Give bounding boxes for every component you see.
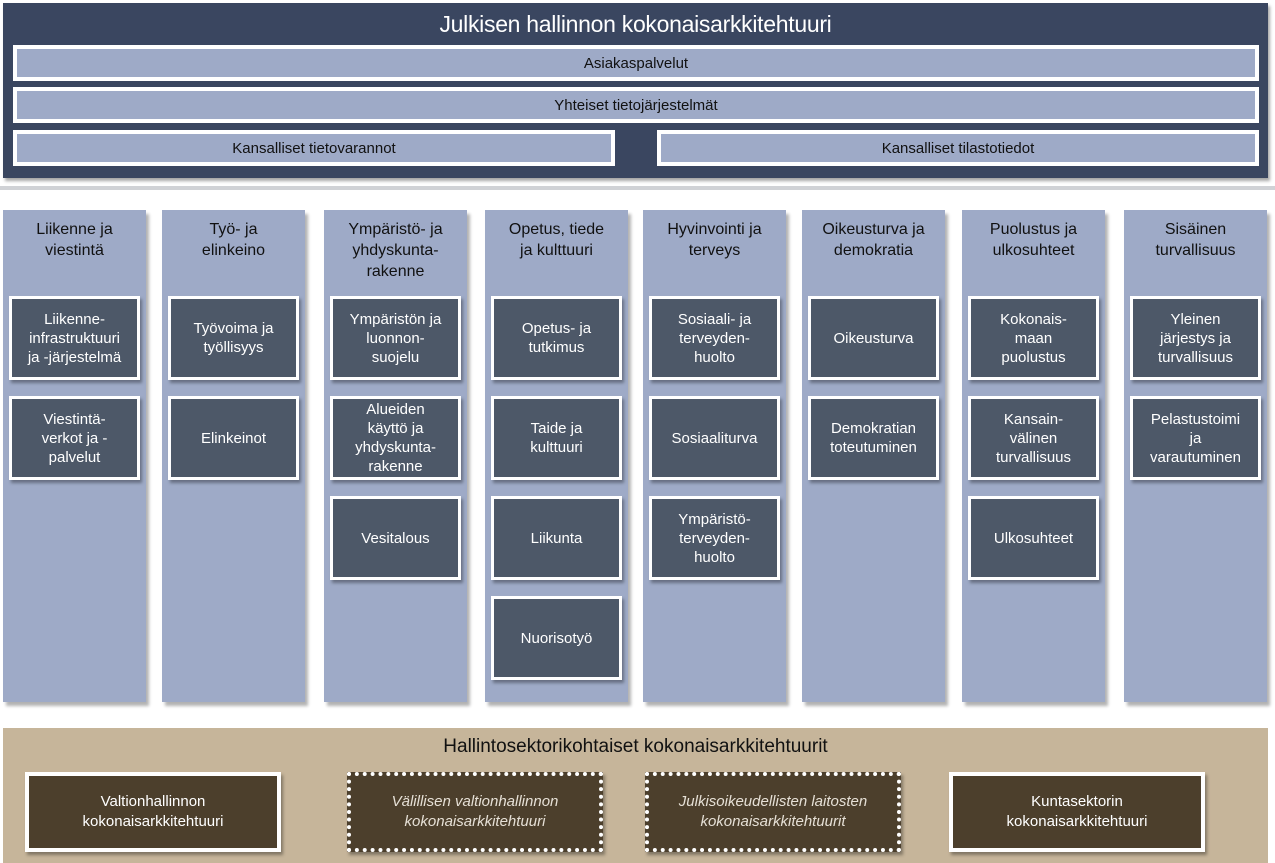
public-admin-architecture-panel: Julkisen hallinnon kokonaisarkkitehtuuri… bbox=[3, 3, 1268, 178]
domain-box: Pelastustoimi ja varautuminen bbox=[1130, 396, 1261, 480]
domain-box: Viestintä- verkot ja - palvelut bbox=[9, 396, 140, 480]
municipal-sector-box: Kuntasektorin kokonaisarkkitehtuuri bbox=[949, 772, 1205, 852]
column-environment: Ympäristö- ja yhdyskunta- rakenne Ympäri… bbox=[324, 210, 467, 702]
column-title: Oikeusturva ja demokratia bbox=[822, 221, 925, 259]
column-transport: Liikenne ja viestintä Liikenne- infrastr… bbox=[3, 210, 146, 702]
column-defence: Puolustus ja ulkosuhteet Kokonais- maan … bbox=[962, 210, 1105, 702]
domain-box: Opetus- ja tutkimus bbox=[491, 296, 622, 380]
diagram-title: Julkisen hallinnon kokonaisarkkitehtuuri bbox=[439, 11, 832, 37]
domain-box: Ulkosuhteet bbox=[968, 496, 1099, 580]
domain-box: Vesitalous bbox=[330, 496, 461, 580]
column-internal-security: Sisäinen turvallisuus Yleinen järjestys … bbox=[1124, 210, 1267, 702]
column-title: Puolustus ja ulkosuhteet bbox=[989, 221, 1078, 259]
shared-systems-bar: Yhteiset tietojärjestelmät bbox=[13, 87, 1259, 123]
column-title: Ympäristö- ja yhdyskunta- rakenne bbox=[348, 221, 443, 280]
column-education: Opetus, tiede ja kulttuuri Opetus- ja tu… bbox=[485, 210, 628, 702]
domain-box: Yleinen järjestys ja turvallisuus bbox=[1130, 296, 1261, 380]
column-title: Liikenne ja viestintä bbox=[36, 221, 113, 259]
domain-box: Taide ja kulttuuri bbox=[491, 396, 622, 480]
public-law-institutions-box: Julkisoikeudellisten laitosten kokonaisa… bbox=[645, 772, 901, 852]
national-stats-bar: Kansalliset tilastotiedot bbox=[657, 130, 1259, 166]
national-data-bar: Kansalliset tietovarannot bbox=[13, 130, 615, 166]
separator-line bbox=[0, 186, 1275, 190]
sector-panel-title: Hallintosektorikohtaiset kokonaisarkkite… bbox=[443, 736, 828, 757]
state-admin-box: Valtionhallinnon kokonaisarkkitehtuuri bbox=[25, 772, 281, 852]
customer-services-bar: Asiakaspalvelut bbox=[13, 45, 1259, 81]
domain-box: Demokratian toteutuminen bbox=[808, 396, 939, 480]
sector-architectures-panel: Hallintosektorikohtaiset kokonaisarkkite… bbox=[3, 728, 1268, 863]
domain-box: Liikenne- infrastruktuuri ja -järjestelm… bbox=[9, 296, 140, 380]
column-welfare: Hyvinvointi ja terveys Sosiaali- ja terv… bbox=[643, 210, 786, 702]
domain-box: Sosiaaliturva bbox=[649, 396, 780, 480]
column-employment: Työ- ja elinkeino Työvoima ja työllisyys… bbox=[162, 210, 305, 702]
domain-box: Oikeusturva bbox=[808, 296, 939, 380]
domain-box: Kokonais- maan puolustus bbox=[968, 296, 1099, 380]
indirect-state-admin-box: Välillisen valtionhallinnon kokonaisarkk… bbox=[347, 772, 603, 852]
column-title: Sisäinen turvallisuus bbox=[1155, 221, 1236, 259]
column-title: Opetus, tiede ja kulttuuri bbox=[508, 221, 605, 259]
domain-box: Työvoima ja työllisyys bbox=[168, 296, 299, 380]
domain-box: Elinkeinot bbox=[168, 396, 299, 480]
domain-box: Kansain- välinen turvallisuus bbox=[968, 396, 1099, 480]
domain-box: Ympäristö- terveyden- huolto bbox=[649, 496, 780, 580]
column-justice: Oikeusturva ja demokratia Oikeusturva De… bbox=[802, 210, 945, 702]
column-title: Hyvinvointi ja terveys bbox=[667, 221, 762, 259]
domain-box: Sosiaali- ja terveyden- huolto bbox=[649, 296, 780, 380]
column-title: Työ- ja elinkeino bbox=[201, 221, 266, 259]
domain-box: Alueiden käyttö ja yhdyskunta- rakenne bbox=[330, 396, 461, 480]
domain-box: Ympäristön ja luonnon- suojelu bbox=[330, 296, 461, 380]
domain-box: Nuorisotyö bbox=[491, 596, 622, 680]
domain-box: Liikunta bbox=[491, 496, 622, 580]
